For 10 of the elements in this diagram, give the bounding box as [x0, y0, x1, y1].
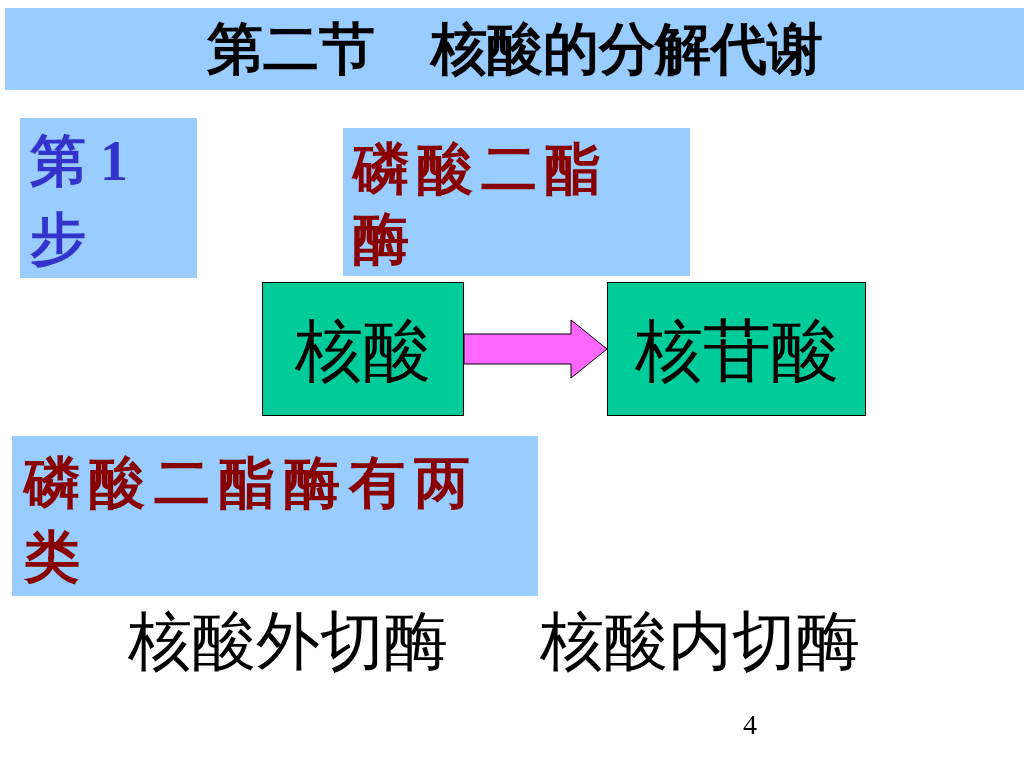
- page-number: 4: [743, 708, 757, 742]
- block-arrow: [463, 319, 608, 379]
- callout-box: 磷酸二酯酶有两类: [12, 436, 538, 596]
- term-label: 核酸外切酶: [128, 604, 448, 679]
- process-box: 核苷酸: [607, 282, 866, 416]
- step-box: 第 1 步: [20, 118, 197, 278]
- callout-box: 磷酸二酯酶: [343, 128, 690, 276]
- title-banner: 第二节 核酸的分解代谢: [5, 8, 1024, 90]
- term-label: 核酸内切酶: [540, 604, 860, 679]
- process-box: 核酸: [262, 282, 464, 416]
